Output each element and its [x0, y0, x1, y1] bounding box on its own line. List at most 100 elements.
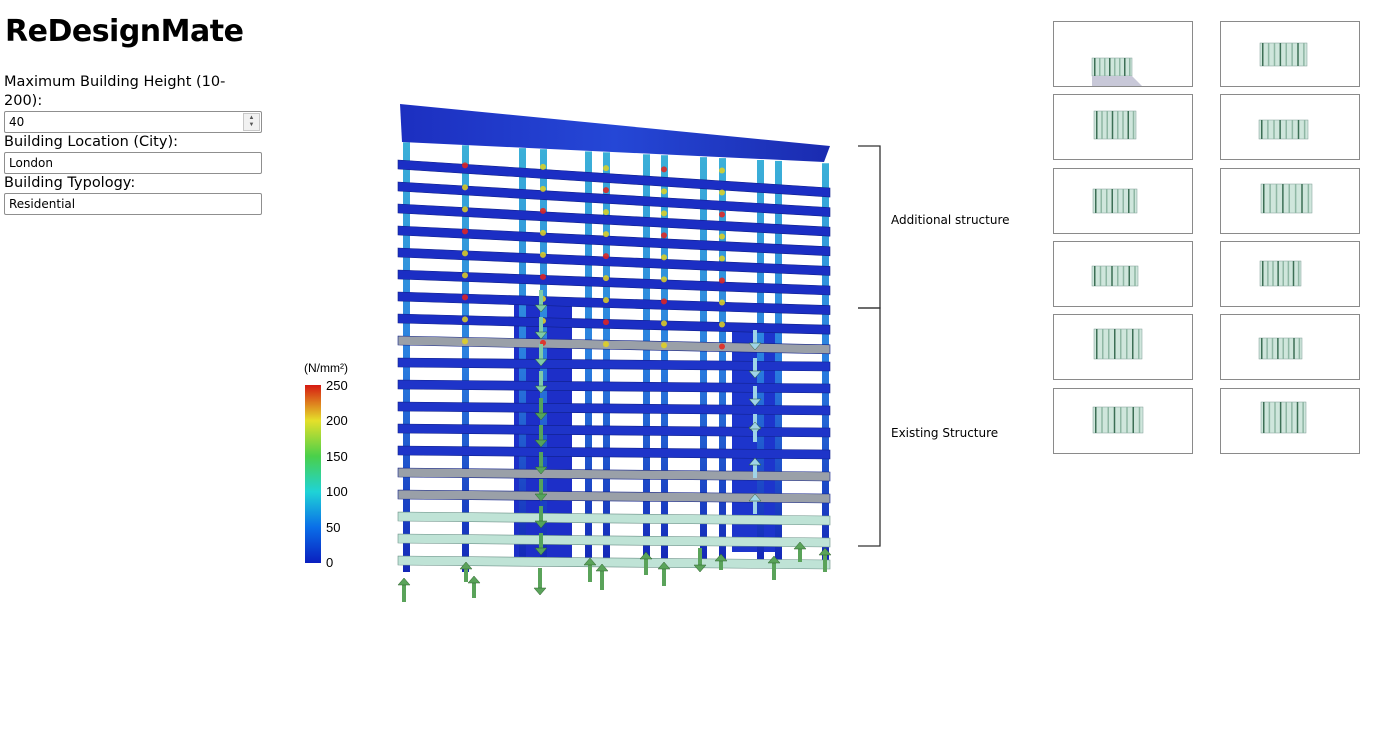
load-arrow-head [534, 466, 548, 475]
stress-hotspot [719, 343, 725, 350]
stress-hotspot [540, 251, 546, 258]
design-thumbnail[interactable] [1053, 387, 1193, 454]
floor-slab [397, 225, 831, 257]
design-thumbnail[interactable] [1220, 21, 1360, 87]
load-arrow-head [748, 493, 762, 502]
load-arrow-head [534, 304, 548, 313]
load-arrow-head [397, 577, 411, 586]
building-render-icon [1092, 188, 1138, 213]
column [603, 152, 610, 561]
stress-hotspot [661, 166, 667, 173]
load-arrow-head [595, 563, 609, 572]
stress-hotspot [462, 294, 468, 301]
column [757, 160, 764, 560]
load-arrow-head [693, 564, 707, 573]
stress-hotspot [661, 276, 667, 283]
floor-slab [397, 379, 831, 394]
load-arrow-head [767, 555, 781, 564]
building-render-icon [1091, 265, 1139, 287]
stress-hotspot [462, 250, 468, 257]
colorbar-tick: 150 [326, 449, 348, 464]
floor-slab [397, 203, 831, 237]
input-form: Maximum Building Height (10-200): ▲ ▼ Bu… [4, 73, 262, 215]
stress-hotspot [540, 185, 546, 192]
load-arrow-head [748, 342, 762, 351]
building-render-icon [1093, 111, 1137, 140]
load-arrow-head [639, 551, 653, 560]
stress-hotspot [603, 297, 609, 304]
design-thumbnail[interactable] [1220, 167, 1360, 234]
colorbar-tick: 0 [326, 555, 333, 570]
location-input[interactable] [4, 152, 262, 174]
building-render-icon [1258, 337, 1303, 360]
stress-hotspot [462, 338, 468, 345]
design-thumbnail[interactable] [1220, 240, 1360, 307]
design-thumbnail[interactable] [1220, 314, 1360, 381]
stress-hotspot [603, 275, 609, 282]
stress-hotspot [661, 342, 667, 349]
stepper-up-icon[interactable]: ▲ [248, 115, 255, 121]
column [661, 155, 668, 560]
stress-render: Additional structure Existing Structure … [304, 104, 1010, 602]
colorbar-gradient [305, 385, 321, 563]
load-arrow-head [534, 493, 548, 502]
stress-hotspot [462, 206, 468, 213]
colorbar: (N/mm²) 250 200 150 100 50 0 [304, 361, 348, 570]
building-render-icon [1259, 260, 1302, 287]
structure-stress-figure: Additional structure Existing Structure … [290, 90, 1020, 615]
height-label: Maximum Building Height (10-200): [4, 74, 226, 109]
height-field-wrapper: ▲ ▼ [4, 111, 262, 133]
load-arrow-head [534, 358, 548, 367]
stress-hotspot [719, 189, 725, 196]
building-render-icon [1260, 183, 1313, 213]
stress-hotspot [719, 167, 725, 174]
stress-hotspot [462, 316, 468, 323]
stress-hotspot [661, 210, 667, 217]
floor-slab [397, 247, 831, 276]
load-arrow-head [748, 370, 762, 379]
floor-slab [397, 445, 831, 460]
stress-hotspot [462, 228, 468, 235]
column [403, 142, 410, 573]
column [519, 148, 526, 560]
colorbar-tick: 250 [326, 378, 348, 393]
typology-input[interactable] [4, 193, 262, 215]
design-thumbnail[interactable] [1220, 387, 1360, 454]
floor-slab [397, 489, 831, 504]
typology-label: Building Typology: [4, 175, 136, 191]
stress-hotspot [540, 163, 546, 170]
stress-hotspot [540, 229, 546, 236]
column [775, 160, 782, 560]
stress-hotspot [603, 319, 609, 326]
design-thumbnail[interactable] [1053, 314, 1193, 381]
design-thumbnail[interactable] [1053, 167, 1193, 234]
stepper-down-icon[interactable]: ▼ [248, 122, 255, 128]
floor-slab [397, 467, 831, 482]
load-arrow-head [657, 561, 671, 570]
load-arrow-head [534, 520, 548, 529]
load-arrow-head [748, 457, 762, 466]
floor-slab [397, 269, 831, 296]
design-thumbnail[interactable] [1220, 94, 1360, 161]
load-arrow-head [793, 541, 807, 550]
design-thumbnail[interactable] [1053, 240, 1193, 307]
design-thumbnail[interactable] [1053, 94, 1193, 161]
design-thumbnail[interactable] [1053, 21, 1193, 87]
building-render-icon [1091, 57, 1142, 86]
stress-hotspot [462, 272, 468, 279]
stress-hotspot [540, 207, 546, 214]
load-arrow-head [534, 331, 548, 340]
stress-hotspot [603, 253, 609, 260]
height-input[interactable] [4, 111, 262, 133]
load-arrow-head [748, 398, 762, 407]
building-render-icon [1260, 401, 1307, 433]
column [585, 151, 592, 560]
height-stepper[interactable]: ▲ ▼ [243, 113, 260, 131]
load-arrow-head [534, 547, 548, 556]
stress-hotspot [719, 255, 725, 262]
column [822, 163, 829, 560]
floor-slabs [397, 159, 831, 570]
load-arrow-head [748, 421, 762, 430]
load-arrow-head [534, 412, 548, 421]
building-render-icon [1092, 406, 1144, 433]
